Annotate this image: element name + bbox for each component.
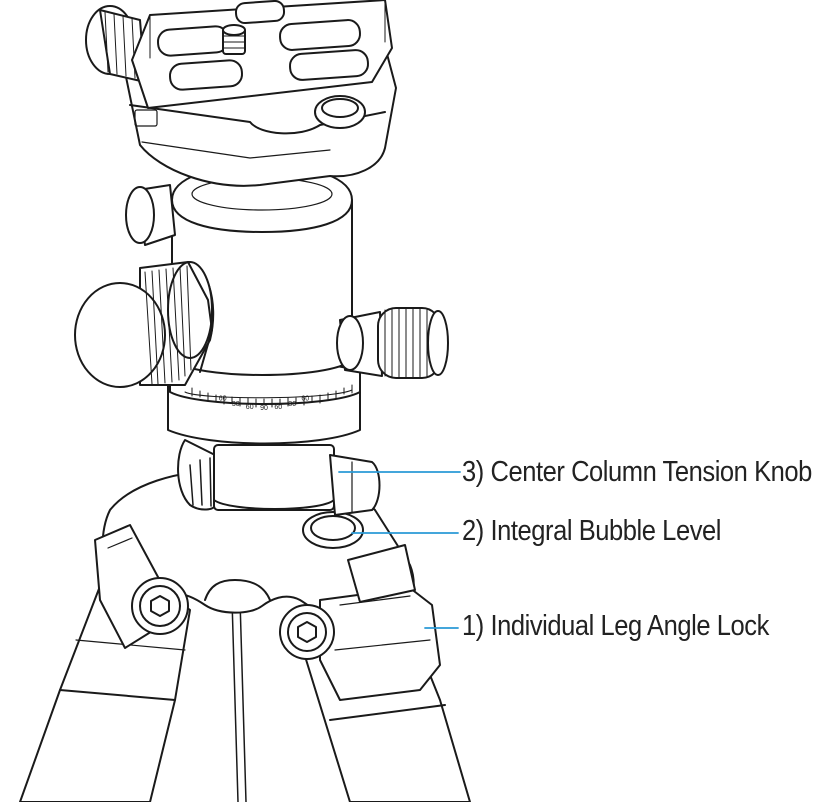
friction-control-knob (125, 184, 176, 246)
clamp-bubble-level (314, 95, 366, 129)
scale-number: 60 (274, 404, 282, 411)
bubble-level (302, 511, 364, 549)
left-hex-bolt (131, 577, 189, 635)
callout-integral-bubble-level: 2) Integral Bubble Level (462, 515, 721, 547)
main-knob-knurling (144, 265, 192, 385)
pan-lock-knob (336, 307, 449, 379)
center-column-tension-knob (329, 454, 381, 516)
scale-number: 30 (232, 401, 240, 408)
right-ratchet-knob (347, 544, 416, 603)
center-column-collar (177, 439, 335, 511)
scale-number: 60 (301, 396, 309, 403)
callout-individual-leg-angle-lock: 1) Individual Leg Angle Lock (462, 610, 769, 642)
panning-scale-labels: 60 30 60 90 60 30 60 (219, 396, 309, 412)
scale-number: 90 (260, 405, 268, 412)
scale-number: 60 (246, 404, 254, 411)
panning-scale-ticks (191, 384, 353, 408)
scale-number: 30 (288, 401, 296, 408)
right-leg-angle-lock (319, 587, 441, 701)
center-column-rod (231, 599, 247, 803)
callout-center-column-tension-knob: 3) Center Column Tension Knob (462, 456, 812, 488)
main-ball-lock-knob (74, 261, 215, 388)
quick-release-plate (131, 0, 393, 109)
pan-knob-knurling (384, 308, 428, 378)
right-hex-bolt (279, 604, 335, 660)
mounting-screw (222, 24, 246, 55)
scale-number: 60 (219, 396, 227, 403)
